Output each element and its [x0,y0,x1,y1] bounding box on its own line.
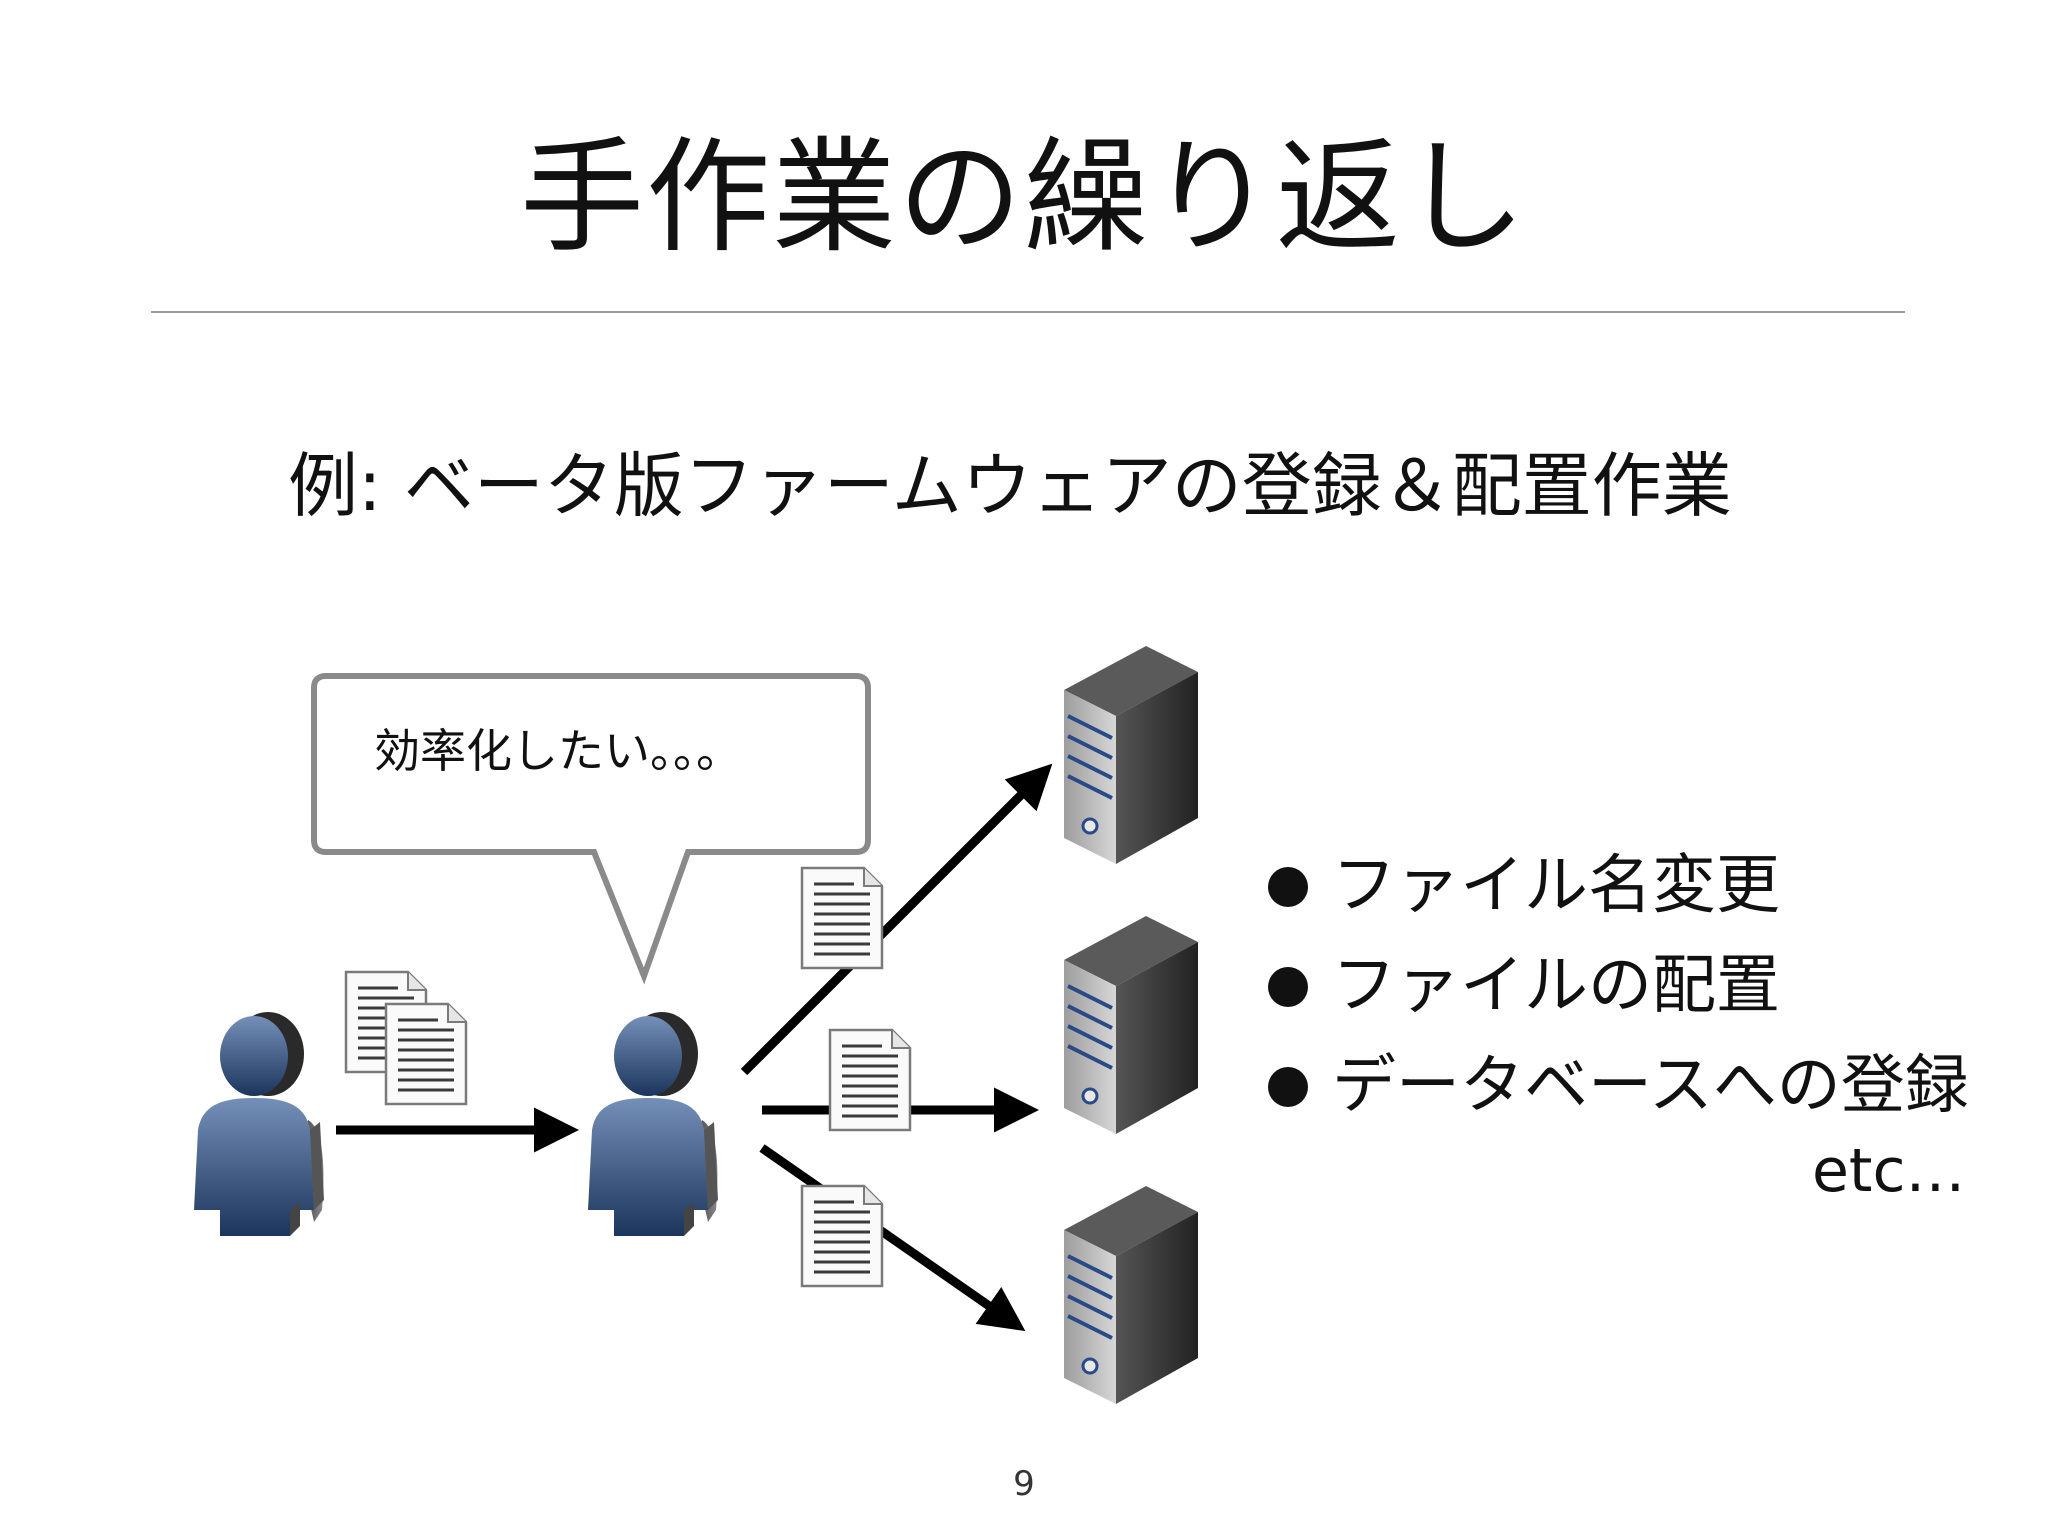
task-item: ファイルの配置 [1262,936,1969,1036]
operator-user-icon [588,1012,718,1236]
server-icon [1062,1184,1200,1406]
document-icon [828,1028,912,1132]
source-user-icon [194,1012,324,1236]
slide-subtitle: 例: ベータ版ファームウェアの登録＆配置作業 [288,445,1732,527]
deploy-arrow-bottom [759,1144,1026,1332]
task-item-label: ファイルの配置 [1332,949,1780,1023]
document-icon [800,1184,884,1288]
document-icon [384,1002,468,1106]
server-icon [1062,644,1200,866]
speech-bubble [311,673,871,985]
title-divider [151,311,1905,313]
etc-label: etc… [1812,1136,1966,1206]
task-item-label: データベースへの登録 [1332,1049,1969,1123]
task-item: ファイル名変更 [1262,836,1969,936]
document-icon [800,866,884,970]
bullet-icon [1268,1067,1308,1107]
bullet-icon [1268,867,1308,907]
speech-bubble-text: 効率化したい。。。 [374,724,742,778]
server-icon [1062,914,1200,1136]
task-item: データベースへの登録 [1262,1036,1969,1136]
page-number: 9 [1013,1464,1035,1504]
bullet-icon [1268,967,1308,1007]
task-item-label: ファイル名変更 [1332,849,1780,923]
slide-title: 手作業の繰り返し [519,126,1528,270]
task-list: ファイル名変更 ファイルの配置 データベースへの登録 [1262,836,1969,1136]
deploy-arrow-top [740,763,1053,1076]
